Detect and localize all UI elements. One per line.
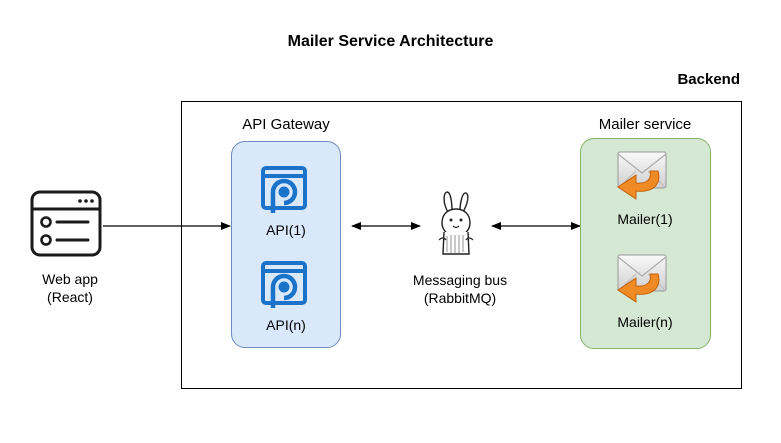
- mail-reply-icon: [617, 151, 667, 200]
- backend-label: Backend: [677, 71, 740, 88]
- messaging-bus-tech: (RabbitMQ): [423, 290, 497, 306]
- rabbit-icon: [438, 191, 474, 255]
- diagram-title: Mailer Service Architecture: [287, 33, 494, 50]
- backend-boundary: [181, 101, 742, 389]
- mailer-node-1-label: Mailer(1): [617, 211, 673, 227]
- web-app-label: Web app (React): [20, 270, 120, 306]
- api-icon: [261, 261, 307, 308]
- mailer-node-n-label: Mailer(n): [617, 314, 673, 330]
- web-app-tech: (React): [47, 289, 93, 305]
- api-node-n-label: API(n): [266, 317, 306, 333]
- messaging-bus-label: Messaging bus (RabbitMQ): [385, 271, 535, 307]
- api-node-1-label: API(1): [266, 222, 306, 238]
- web-app-icon: [30, 190, 102, 257]
- api-icon: [261, 166, 307, 213]
- mailer-service-title: Mailer service: [598, 116, 692, 133]
- web-app-name: Web app: [42, 271, 98, 287]
- api-gateway-title: API Gateway: [242, 116, 330, 133]
- mail-reply-icon: [617, 254, 667, 303]
- messaging-bus-name: Messaging bus: [412, 272, 508, 288]
